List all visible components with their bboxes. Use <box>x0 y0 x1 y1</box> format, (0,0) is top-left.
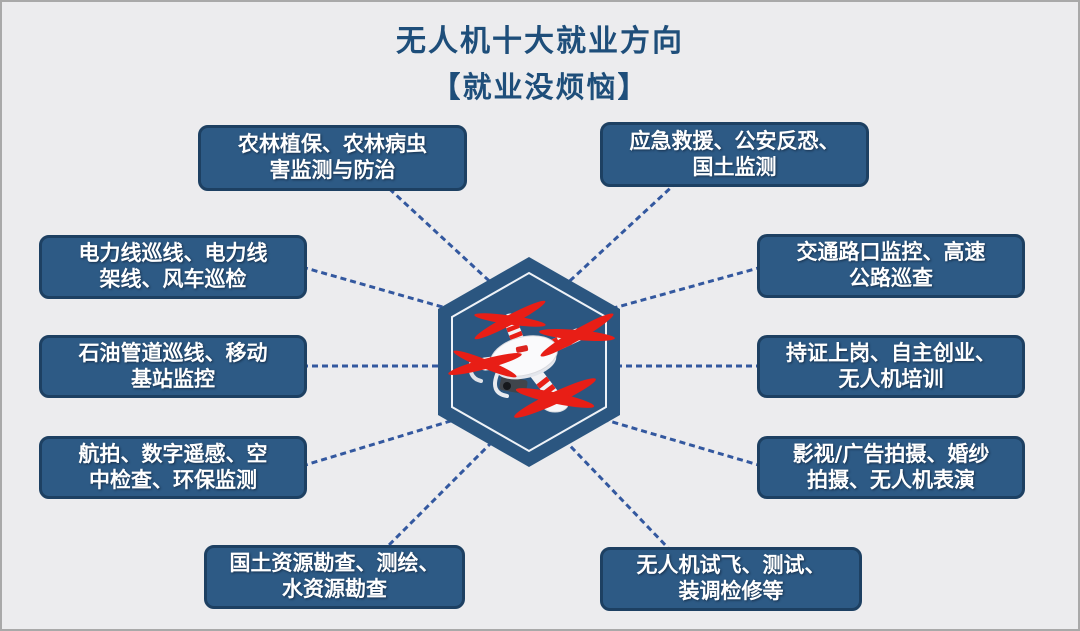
connector-drone-testing <box>550 425 674 554</box>
node-power-line-line1: 电力线巡线、电力线 <box>78 241 268 266</box>
node-emergency-line1: 应急救援、公安反恐、 <box>629 128 840 153</box>
node-agriculture-line1: 农林植保、农林病虫 <box>238 132 427 157</box>
node-emergency-line2: 国土监测 <box>692 154 777 179</box>
node-certification-line2: 无人机培训 <box>838 366 944 391</box>
node-land-survey-line2: 水资源勘查 <box>282 577 387 601</box>
node-certification-line1: 持证上岗、自主创业、 <box>786 340 996 365</box>
node-drone-testing-line1: 无人机试飞、测试、 <box>636 553 826 578</box>
node-agriculture: 农林植保、农林病虫 害监测与防治 <box>198 125 467 191</box>
node-agriculture-line2: 害监测与防治 <box>269 158 396 182</box>
node-oil-pipeline-line2: 基站监控 <box>131 366 215 391</box>
node-land-survey: 国土资源勘查、测绘、 水资源勘查 <box>204 545 465 609</box>
node-emergency: 应急救援、公安反恐、 国土监测 <box>600 122 869 187</box>
node-land-survey-line1: 国土资源勘查、测绘、 <box>229 551 440 576</box>
node-traffic: 交通路口监控、高速 公路巡查 <box>757 234 1025 298</box>
node-aerial-photo: 航拍、数字遥感、空 中检查、环保监测 <box>39 436 307 499</box>
node-traffic-line1: 交通路口监控、高速 <box>796 240 986 265</box>
node-oil-pipeline-line1: 石油管道巡线、移动 <box>78 340 268 365</box>
node-certification: 持证上岗、自主创业、 无人机培训 <box>757 335 1025 398</box>
node-power-line: 电力线巡线、电力线 架线、风车巡检 <box>39 235 307 299</box>
connector-power-line <box>301 265 468 316</box>
page-title: 无人机十大就业方向 <box>396 24 684 59</box>
node-aerial-photo-line2: 中检查、环保监测 <box>89 467 257 492</box>
node-film-ad-line2: 拍摄、无人机表演 <box>807 467 975 492</box>
node-drone-testing-line2: 装调检修等 <box>678 579 784 603</box>
connector-land-survey <box>380 425 509 554</box>
node-traffic-line2: 公路巡查 <box>849 266 933 290</box>
node-oil-pipeline: 石油管道巡线、移动 基站监控 <box>39 335 307 398</box>
connector-film-ad <box>591 414 763 468</box>
page-subtitle: 【就业没烦恼】 <box>431 70 649 104</box>
node-film-ad: 影视/广告拍摄、婚纱 拍摄、无人机表演 <box>757 436 1025 499</box>
node-power-line-line2: 架线、风车巡检 <box>99 267 247 291</box>
node-film-ad-line1: 影视/广告拍摄、婚纱 <box>792 441 990 466</box>
node-aerial-photo-line1: 航拍、数字遥感、空 <box>78 441 268 466</box>
connector-aerial-photo <box>301 414 468 468</box>
connector-traffic <box>591 265 763 316</box>
node-drone-testing: 无人机试飞、测试、 装调检修等 <box>600 547 862 611</box>
drone-icon <box>448 300 615 418</box>
